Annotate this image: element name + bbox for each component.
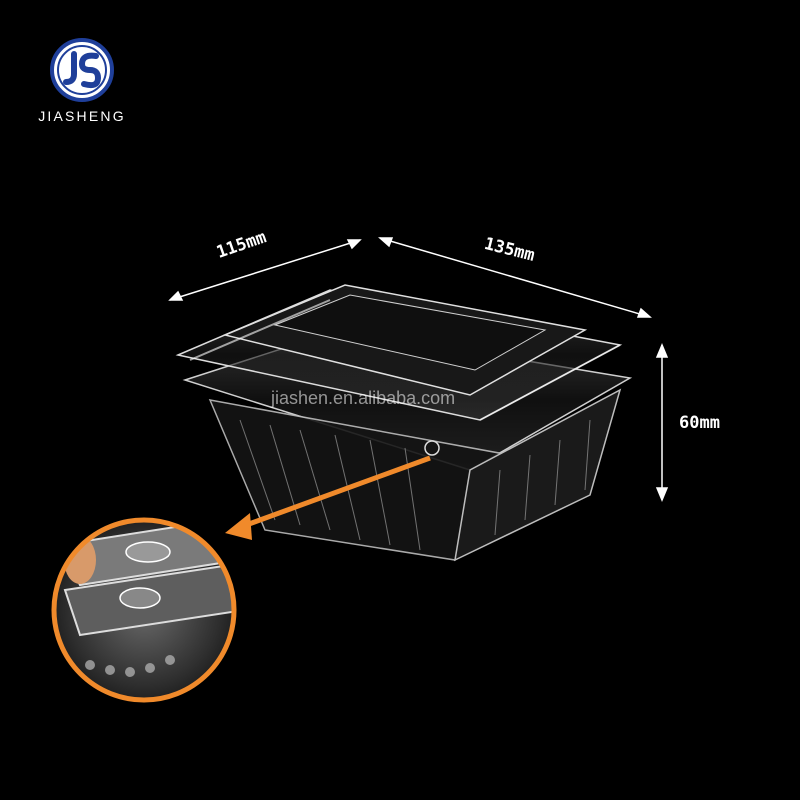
- callout-arrow: [225, 455, 431, 540]
- height-dimension-label: 60mm: [679, 413, 720, 433]
- logo-badge-icon: [50, 38, 114, 102]
- watermark-text: jiashen.en.alibaba.com: [271, 388, 456, 408]
- brand-name: JIASHENG: [38, 108, 126, 124]
- clamshell-container: [175, 284, 633, 562]
- brand-logo: JIASHENG: [12, 30, 152, 135]
- detail-inset: [51, 517, 237, 703]
- dimension-arrows: [168, 237, 669, 502]
